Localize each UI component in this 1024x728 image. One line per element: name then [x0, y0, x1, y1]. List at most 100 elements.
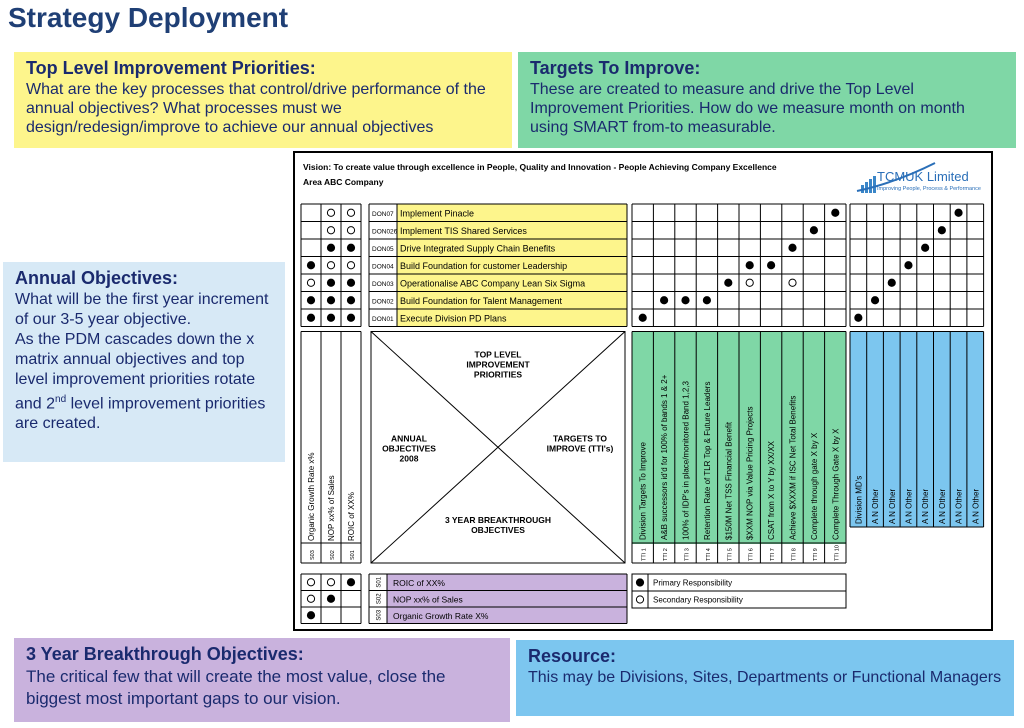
- breakthrough-label: Organic Growth Rate X%: [393, 611, 489, 621]
- tti-priority-mark: [724, 278, 733, 287]
- callout-title: Annual Objectives:: [15, 268, 179, 288]
- center-bottom-label: OBJECTIVES: [471, 525, 525, 535]
- tti-priority-mark: [788, 243, 797, 252]
- priority-code: DON04: [372, 263, 394, 270]
- annual-objective-code: S02: [330, 550, 336, 560]
- tti-priority-mark: [831, 208, 840, 217]
- logo-swoosh: [856, 162, 936, 192]
- breakthrough-label: ROIC of XX%: [393, 578, 445, 588]
- center-top-label: TOP LEVEL: [475, 350, 522, 360]
- annual-objective-code: S03: [310, 550, 316, 560]
- center-diagonal: [370, 331, 626, 564]
- resource-label: A N Other: [971, 489, 980, 524]
- breakthrough-code: S03: [377, 609, 383, 620]
- resource-label: A N Other: [888, 489, 897, 524]
- priority-label: Build Foundation for Talent Management: [400, 296, 562, 306]
- center-bottom-label: 3 YEAR BREAKTHROUGH: [445, 515, 551, 525]
- callout-body-1: What will be the first year increment of…: [15, 291, 269, 328]
- tti-priority-mark: [681, 296, 690, 305]
- callout-targets-to-improve: Targets To Improve: These are created to…: [518, 52, 1016, 148]
- resource-priority-mark: [937, 226, 946, 235]
- resource-priority-mark: [904, 261, 913, 270]
- legend-primary-label: Primary Responsibility: [653, 579, 732, 588]
- tti-label: $150M Net TSS Financial Benefit: [724, 421, 733, 540]
- annual-objective-code: S01: [350, 550, 356, 560]
- tti-priority-mark: [788, 278, 797, 287]
- tti-code: TTI 10: [834, 545, 840, 561]
- page-title: Strategy Deployment: [8, 2, 289, 33]
- tti-priority-mark: [767, 261, 776, 270]
- callout-title: Targets To Improve:: [530, 58, 701, 78]
- tti-priority-mark: [638, 313, 647, 322]
- callout-title: 3 Year Breakthrough Objectives:: [26, 644, 304, 664]
- ao-priority-mark: [346, 243, 356, 252]
- annual-objective-label: NOP xx% of Sales: [327, 475, 336, 541]
- callout-body-2b: level improvement priorities are created…: [15, 395, 266, 433]
- logo-bar: [869, 179, 872, 193]
- ao-priority-mark: [326, 226, 336, 235]
- breakthrough-ao-mark: [326, 578, 336, 587]
- ao-priority-mark: [326, 296, 336, 305]
- vision-statement: Vision: To create value through excellen…: [303, 162, 777, 172]
- tti-code: TTI 4: [706, 548, 712, 561]
- priority-label: Implement TIS Shared Services: [400, 226, 527, 236]
- callout-resource: Resource: This may be Divisions, Sites, …: [516, 640, 1014, 716]
- legend-secondary-label: Secondary Responsibility: [653, 596, 743, 605]
- callout-top-level-improvement-priorities: Top Level Improvement Priorities: What a…: [14, 52, 512, 148]
- tti-code: TTI 7: [770, 548, 776, 561]
- callout-body-2: As the PDM cascades down the x matrix an…: [15, 330, 273, 434]
- priority-code: DON02: [372, 298, 394, 305]
- breakthrough-ao-mark: [306, 578, 316, 587]
- callout-body-2-sup: nd: [55, 394, 67, 405]
- priority-label: Operationalise ABC Company Lean Six Sigm…: [400, 278, 585, 288]
- logo-name: TCMUK Limited: [877, 169, 969, 184]
- callout-title: Resource:: [528, 646, 617, 666]
- priority-code: DON05: [372, 246, 394, 253]
- ao-priority-mark: [306, 296, 316, 305]
- center-left-label: 2008: [400, 453, 419, 463]
- area-label: Area ABC Company: [303, 177, 384, 187]
- breakthrough-label: NOP xx% of Sales: [393, 594, 463, 604]
- center-top-label: PRIORITIES: [474, 370, 523, 380]
- priority-label: Build Foundation for customer Leadership: [400, 261, 567, 271]
- resource-priority-mark: [854, 313, 863, 322]
- callout-3-year-breakthrough-objectives: 3 Year Breakthrough Objectives: The crit…: [14, 638, 510, 722]
- callout-title: Top Level Improvement Priorities:: [26, 58, 316, 78]
- logo-bar: [873, 176, 876, 193]
- center-box: [370, 331, 626, 564]
- callout-body: These are created to measure and drive t…: [530, 81, 965, 136]
- callout-annual-objectives: Annual Objectives: What will be the firs…: [3, 262, 285, 462]
- priority-label: Drive Integrated Supply Chain Benefits: [400, 243, 556, 253]
- breakthrough-code: S01: [377, 576, 383, 587]
- tti-code: TTI 8: [792, 548, 798, 561]
- ao-priority-mark: [346, 296, 356, 305]
- tti-code: TTI 5: [727, 548, 733, 561]
- resource-label: A N Other: [921, 489, 930, 524]
- tti-code: TTI 6: [749, 548, 755, 561]
- tti-code: TTI 2: [663, 548, 669, 561]
- priority-code: DON026: [372, 228, 398, 235]
- tti-priority-mark: [809, 226, 819, 235]
- resource-priority-mark: [887, 278, 896, 287]
- tti-label: $XXM NOP via Value Pricing Projects: [746, 406, 755, 540]
- ao-priority-mark: [326, 243, 336, 252]
- callout-body: This may be Divisions, Sites, Department…: [528, 669, 1002, 686]
- callout-body: What are the key processes that control/…: [26, 81, 486, 136]
- legend-secondary-mark: [635, 595, 645, 604]
- center-left-label: ANNUAL: [391, 433, 427, 443]
- tti-label: Complete through gate X by X: [810, 432, 819, 540]
- center-right-label: TARGETS TO: [553, 433, 607, 443]
- resource-priority-mark: [954, 208, 963, 217]
- annual-objective-label: Organic Growth Rate x%: [307, 453, 316, 541]
- ao-priority-mark: [326, 261, 336, 270]
- tti-label: Retention Rate of TLR Top & Future Leade…: [703, 382, 712, 540]
- breakthrough-code: S02: [377, 593, 383, 604]
- breakthrough-ao-mark: [306, 611, 316, 620]
- ao-priority-mark: [346, 208, 356, 217]
- tti-priority-mark: [660, 296, 669, 305]
- center-right-label: IMPROVE (TTI's): [547, 443, 614, 453]
- breakthrough-ao-mark: [346, 578, 356, 587]
- tti-priority-mark: [745, 261, 754, 270]
- ao-priority-mark: [326, 208, 336, 217]
- tti-code: TTI 3: [685, 548, 691, 561]
